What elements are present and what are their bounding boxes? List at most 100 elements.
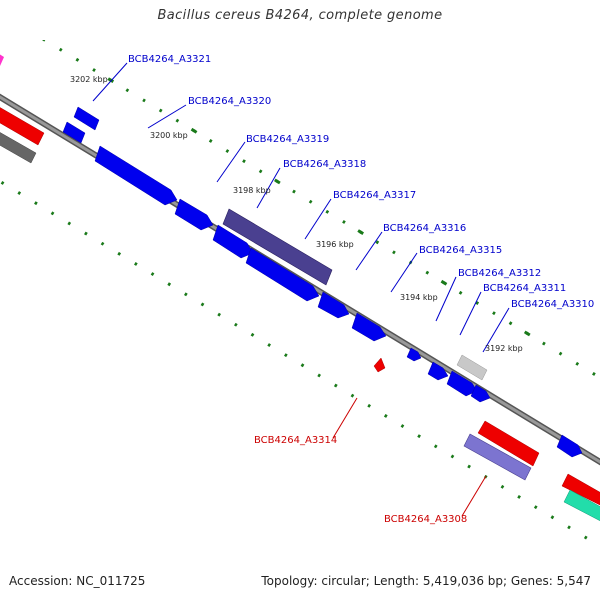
scale-labels: 3202 kbp 3200 kbp 3198 kbp 3196 kbp 3194… bbox=[70, 75, 523, 353]
gene-label-a3319[interactable]: BCB4264_A3319 bbox=[246, 134, 329, 145]
leader-a3310 bbox=[482, 307, 510, 353]
scale-label: 3200 kbp bbox=[150, 131, 188, 140]
tick-mark bbox=[325, 209, 330, 214]
gene-label-a3315[interactable]: BCB4264_A3315 bbox=[419, 245, 502, 256]
feature-a3315b[interactable] bbox=[317, 291, 350, 319]
tick-mark bbox=[250, 332, 255, 337]
tick-mark bbox=[558, 351, 563, 356]
gene-label-a3311[interactable]: BCB4264_A3311 bbox=[483, 283, 566, 294]
feature-a3318[interactable] bbox=[174, 198, 214, 231]
features bbox=[0, 52, 600, 526]
tick-mark bbox=[258, 169, 263, 174]
tick-mark bbox=[208, 139, 213, 143]
tick-mark bbox=[383, 414, 388, 418]
feature-a3320[interactable] bbox=[62, 121, 86, 144]
tick-mark-major bbox=[107, 77, 115, 83]
feature-a3312[interactable] bbox=[351, 312, 387, 342]
feature-magenta[interactable] bbox=[0, 52, 4, 66]
feature-a3315[interactable] bbox=[245, 247, 320, 302]
gene-label-a3318[interactable]: BCB4264_A3318 bbox=[283, 159, 366, 170]
feature-small-2[interactable] bbox=[470, 384, 491, 403]
tick-mark bbox=[167, 282, 172, 287]
tick-mark bbox=[0, 181, 5, 185]
feature-a3314[interactable] bbox=[373, 357, 386, 373]
tick-mark bbox=[583, 535, 588, 540]
gene-label-a3312[interactable]: BCB4264_A3312 bbox=[458, 268, 541, 279]
tick-mark bbox=[533, 505, 538, 510]
feature-a3319[interactable] bbox=[94, 145, 178, 206]
tick-mark bbox=[342, 220, 346, 224]
feature-left-red[interactable] bbox=[0, 104, 45, 146]
tick-mark bbox=[575, 361, 580, 366]
tick-mark bbox=[125, 88, 130, 93]
gene-labels: BCB4264_A3321 BCB4264_A3320 BCB4264_A331… bbox=[128, 54, 594, 525]
tick-mark bbox=[367, 403, 371, 408]
feature-a3316[interactable] bbox=[212, 224, 254, 259]
tick-mark bbox=[158, 108, 163, 113]
leader-lines bbox=[92, 62, 510, 517]
tick-mark bbox=[75, 57, 80, 62]
tick-mark-major bbox=[190, 127, 198, 134]
leader-a3316 bbox=[355, 231, 383, 271]
tick-mark bbox=[317, 373, 321, 378]
tick-mark bbox=[50, 211, 55, 216]
feature-a3321[interactable] bbox=[73, 106, 100, 131]
tick-mark bbox=[34, 201, 38, 206]
tick-mark bbox=[92, 68, 96, 72]
tick-track bbox=[0, 29, 596, 540]
leader-a3320 bbox=[147, 104, 187, 129]
scale-label: 3196 kbp bbox=[316, 240, 354, 249]
tick-mark bbox=[184, 292, 188, 297]
scale-label: 3202 kbp bbox=[70, 75, 108, 84]
tick-mark bbox=[292, 189, 296, 194]
tick-mark bbox=[567, 525, 571, 530]
scale-label: 3192 kbp bbox=[485, 344, 523, 353]
tick-mark bbox=[67, 221, 72, 226]
tick-mark bbox=[425, 270, 430, 275]
leader-a3318 bbox=[256, 167, 281, 209]
feature-a3317[interactable] bbox=[222, 208, 333, 286]
feature-a3308[interactable] bbox=[477, 420, 540, 467]
tick-mark bbox=[217, 312, 221, 317]
leader-a3308 bbox=[461, 475, 487, 517]
feature-left-grey[interactable] bbox=[0, 129, 37, 164]
tick-mark bbox=[150, 272, 155, 276]
feature-a3310[interactable] bbox=[446, 370, 478, 397]
tick-mark bbox=[26, 29, 28, 30]
tick-mark bbox=[333, 383, 338, 388]
gene-label-a3320[interactable]: BCB4264_A3320 bbox=[188, 96, 271, 107]
tick-mark bbox=[467, 464, 471, 469]
scale-label: 3198 kbp bbox=[233, 186, 271, 195]
gene-label-a3314[interactable]: BCB4264_A3314 bbox=[254, 435, 337, 446]
feature-a3311[interactable] bbox=[427, 361, 449, 381]
tick-mark bbox=[142, 98, 146, 103]
tick-mark-major bbox=[357, 229, 364, 235]
tick-mark bbox=[508, 321, 513, 326]
gene-label-a3308[interactable]: BCB4264_A3308 bbox=[384, 514, 467, 525]
gene-label-a3310[interactable]: BCB4264_A3310 bbox=[511, 299, 594, 310]
feature-right-blue[interactable] bbox=[556, 434, 583, 458]
tick-mark bbox=[492, 311, 496, 316]
tick-mark bbox=[234, 322, 238, 327]
scale-label: 3194 kbp bbox=[400, 293, 438, 302]
feature-teal[interactable] bbox=[563, 489, 600, 526]
tick-mark bbox=[58, 47, 63, 52]
gene-label-a3321[interactable]: BCB4264_A3321 bbox=[128, 54, 211, 65]
feature-small-1[interactable] bbox=[406, 347, 422, 362]
tick-mark-major bbox=[523, 330, 531, 337]
tick-mark bbox=[284, 353, 288, 358]
tick-mark bbox=[417, 434, 421, 439]
gene-label-a3316[interactable]: BCB4264_A3316 bbox=[383, 223, 466, 234]
leader-a3315 bbox=[390, 252, 418, 293]
leader-a3321 bbox=[92, 62, 128, 102]
tick-mark bbox=[200, 302, 205, 307]
feature-a3308-lilac[interactable] bbox=[463, 433, 532, 481]
tick-mark bbox=[134, 262, 138, 266]
gene-label-a3317[interactable]: BCB4264_A3317 bbox=[333, 190, 416, 201]
tick-mark bbox=[300, 363, 305, 368]
leader-a3319 bbox=[216, 141, 246, 183]
tick-mark bbox=[17, 191, 22, 195]
feature-pseudo[interactable] bbox=[456, 354, 488, 381]
leader-a3314 bbox=[332, 397, 358, 439]
feature-right-red[interactable] bbox=[561, 473, 600, 510]
